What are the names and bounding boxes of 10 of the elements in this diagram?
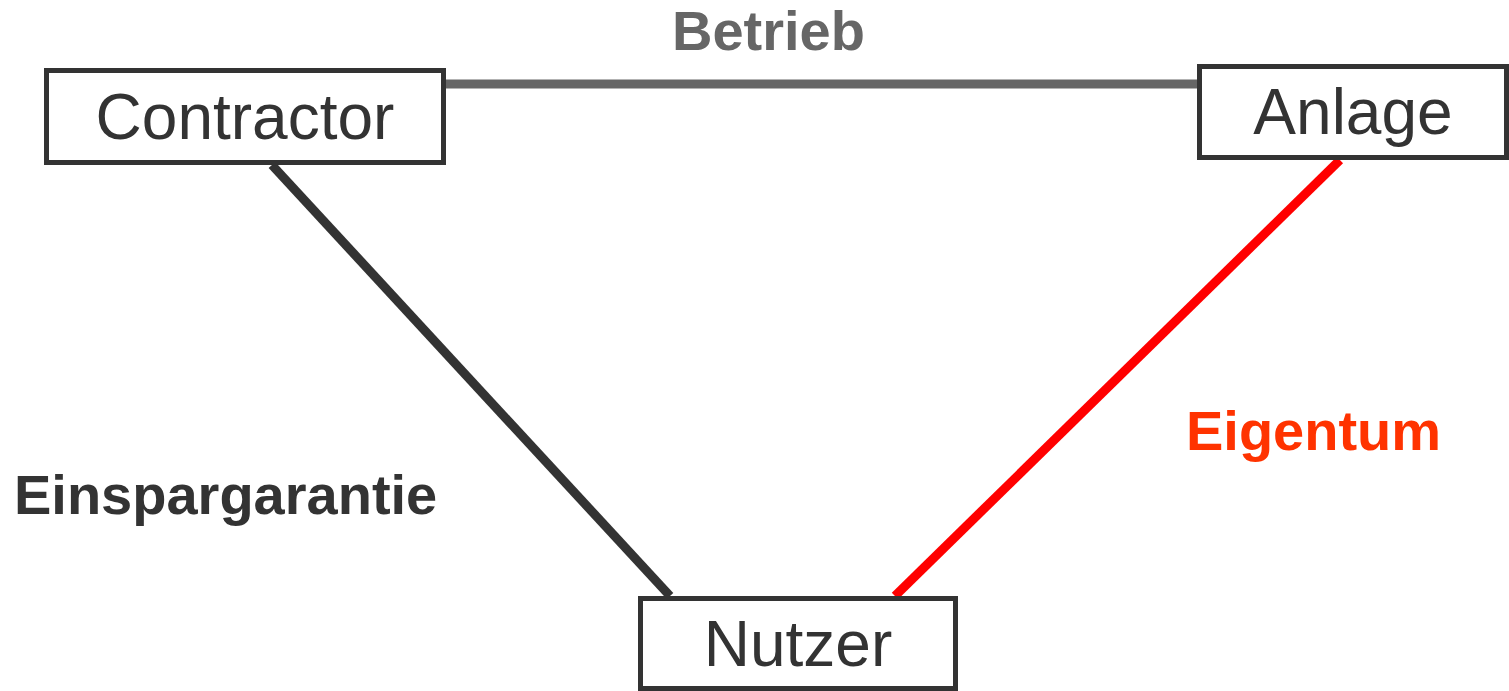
node-label: Contractor bbox=[95, 79, 395, 154]
process-box bbox=[44, 68, 446, 165]
process-box bbox=[1197, 64, 1509, 160]
edge-label: Einspargarantie bbox=[14, 462, 438, 527]
edge-label: Betrieb bbox=[672, 0, 865, 63]
connector-line bbox=[446, 79, 1197, 89]
process-box bbox=[638, 596, 958, 691]
node-label: Anlage bbox=[1253, 75, 1453, 149]
edge-label: Eigentum bbox=[1186, 398, 1442, 463]
node-label: Nutzer bbox=[703, 606, 893, 681]
